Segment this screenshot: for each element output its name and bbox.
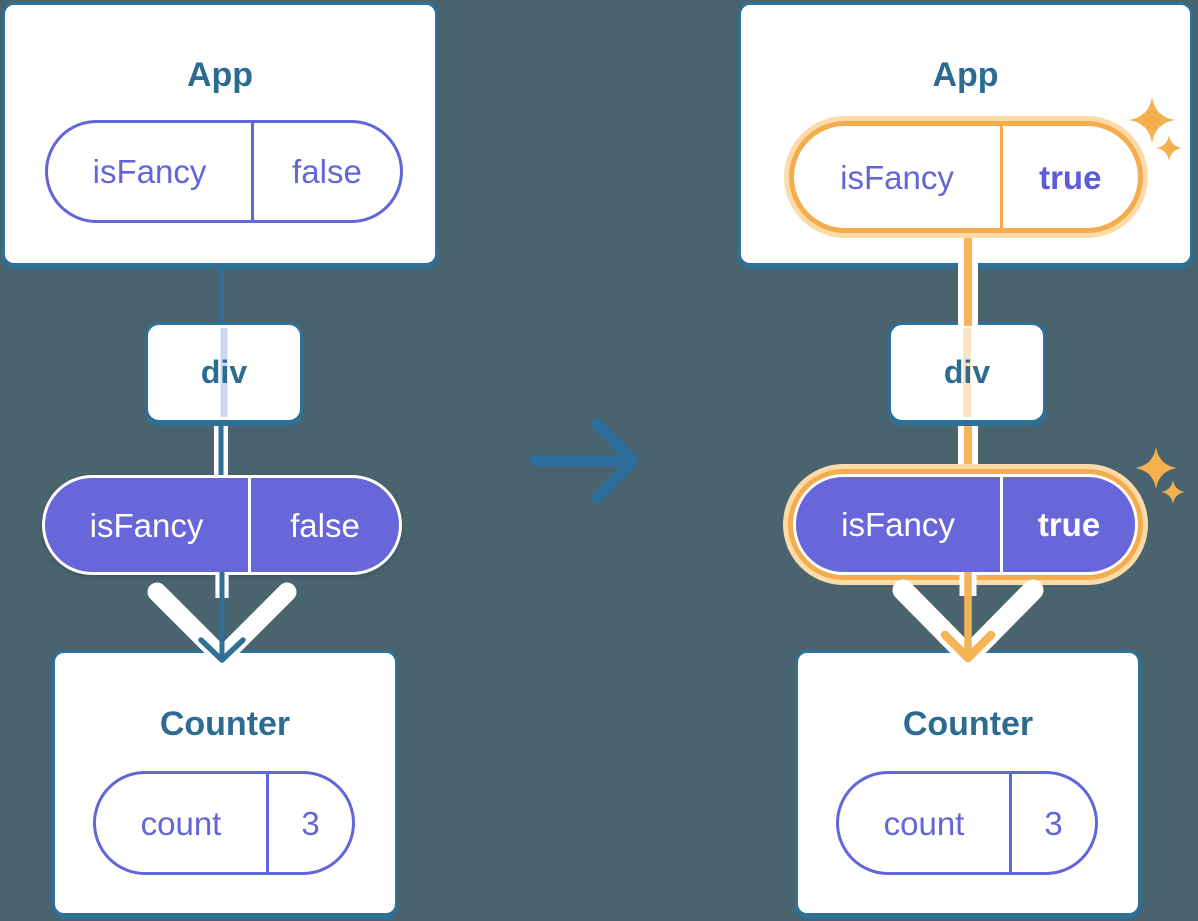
pill-value: false bbox=[290, 506, 360, 544]
transition-arrow-icon bbox=[529, 418, 639, 504]
pill-divider bbox=[1000, 126, 1003, 228]
counter-title: Counter bbox=[159, 705, 291, 743]
pill-value: true bbox=[1039, 158, 1102, 196]
state-pill-right: count 3 bbox=[836, 771, 1098, 875]
connector-line-app-div-left bbox=[219, 264, 224, 326]
sparkles-icon bbox=[1129, 97, 1182, 161]
flow-arrow-right bbox=[892, 572, 1044, 667]
flow-arrow-left bbox=[147, 572, 297, 667]
app-title: App bbox=[186, 56, 254, 94]
pill-divider bbox=[248, 478, 251, 572]
pill-divider bbox=[1009, 774, 1012, 872]
pill-key: isFancy bbox=[89, 506, 204, 544]
sparkles-icon bbox=[1135, 447, 1185, 504]
counter-card-right: Counter count 3 bbox=[795, 650, 1141, 916]
counter-title: Counter bbox=[902, 705, 1034, 743]
pill-divider bbox=[1000, 477, 1003, 572]
pill-divider bbox=[266, 774, 269, 872]
prop-flow-line-app-div-right bbox=[958, 238, 978, 326]
prop-flow-line-inner bbox=[963, 328, 971, 417]
counter-card-left: Counter count 3 bbox=[52, 650, 398, 916]
pill-key: count bbox=[883, 804, 965, 842]
pill-key: isFancy bbox=[92, 153, 207, 190]
div-label: div bbox=[200, 354, 248, 390]
prop-pill-right: isFancy true bbox=[788, 469, 1143, 580]
state-pill-left: count 3 bbox=[93, 771, 355, 875]
pill-divider bbox=[251, 123, 254, 220]
app-card-left: App isFancy false bbox=[2, 2, 438, 266]
div-node-left: div bbox=[145, 322, 303, 423]
div-label: div bbox=[943, 354, 991, 390]
prop-pill-app-left: isFancy false bbox=[45, 120, 403, 223]
pill-key: isFancy bbox=[841, 506, 955, 543]
prop-pill-left: isFancy false bbox=[42, 475, 402, 575]
pill-value: 3 bbox=[301, 804, 320, 842]
pill-key: isFancy bbox=[840, 158, 954, 196]
pill-value: true bbox=[1037, 506, 1101, 543]
pill-value: 3 bbox=[1044, 804, 1063, 842]
div-node-right: div bbox=[888, 322, 1046, 423]
pill-value: false bbox=[292, 153, 362, 190]
prop-flow-line-left bbox=[214, 421, 228, 477]
prop-pill-app-right: isFancy true bbox=[789, 121, 1143, 233]
prop-flow-line-right bbox=[958, 419, 978, 477]
prop-flow-line-inner bbox=[220, 328, 228, 417]
app-title: App bbox=[932, 56, 999, 94]
pill-key: count bbox=[140, 804, 222, 842]
